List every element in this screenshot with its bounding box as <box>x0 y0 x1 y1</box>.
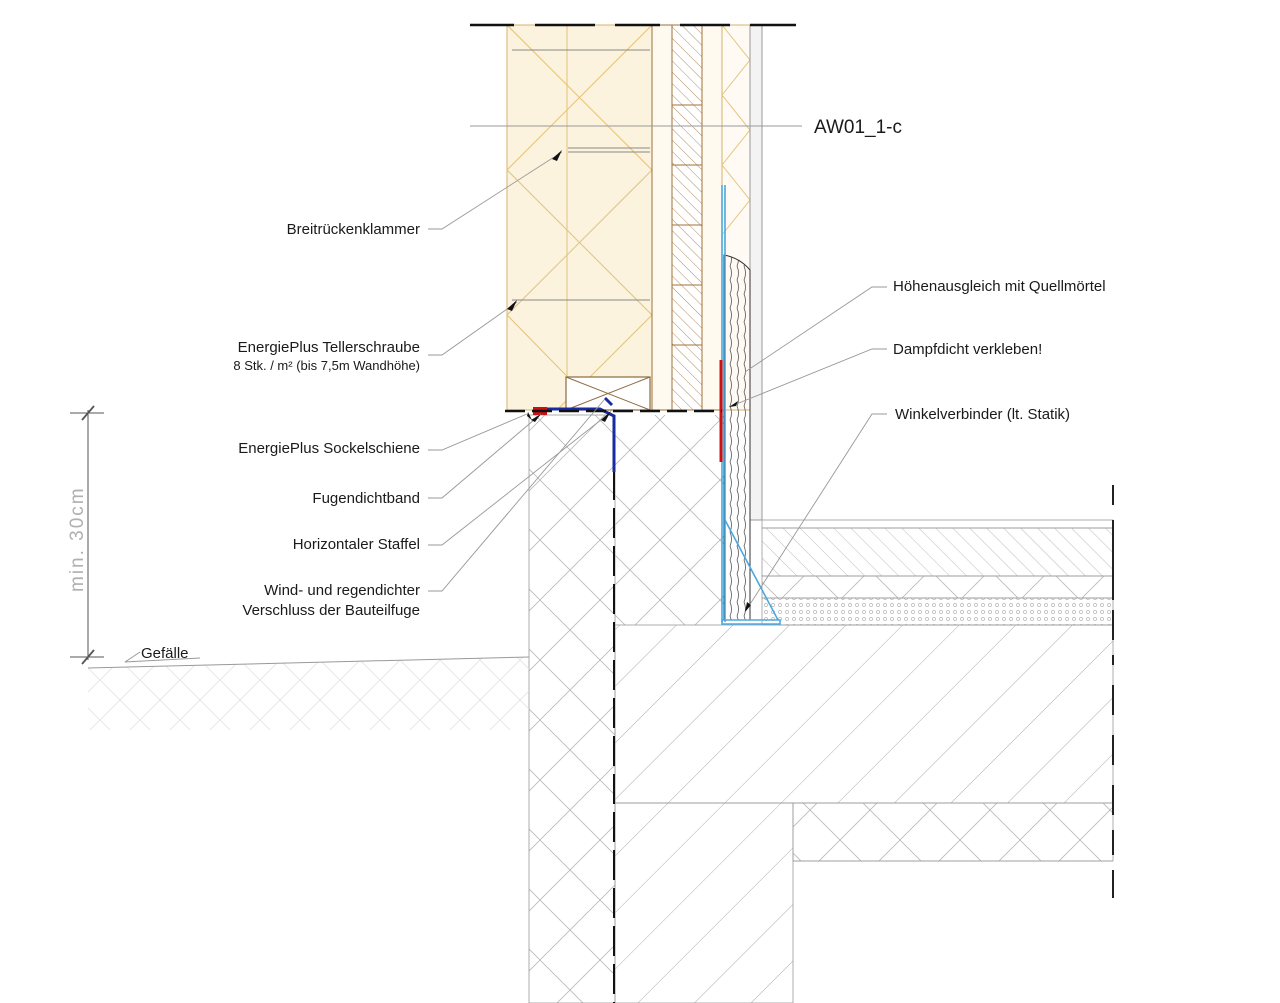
slope-label: Gefälle <box>141 645 189 662</box>
label-fugendichtband: Fugendichtband <box>312 490 420 507</box>
label-sockelschiene: EnergiePlus Sockelschiene <box>238 440 420 457</box>
foundation-concrete <box>528 414 1114 1003</box>
floor-buildup <box>761 519 1114 626</box>
label-staffel: Horizontaler Staffel <box>293 536 420 553</box>
membrane-blue <box>547 396 616 472</box>
leader-lines <box>428 151 887 613</box>
interior-plaster <box>749 24 763 521</box>
dimension-label: min. 30cm <box>67 486 88 592</box>
label-breitrueckenklammer: Breitrückenklammer <box>287 221 420 238</box>
label-hoehenausgleich: Höhenausgleich mit Quellmörtel <box>893 278 1106 295</box>
arrowheads <box>507 150 751 612</box>
section-label: AW01_1-c <box>814 117 902 138</box>
label-tellerschraube-note: 8 Stk. / m² (bis 7,5m Wandhöhe) <box>233 358 420 373</box>
label-verschluss-line2: Verschluss der Bauteilfuge <box>242 602 420 619</box>
label-winkelverbinder: Winkelverbinder (lt. Statik) <box>895 406 1070 423</box>
mortar-fill <box>723 254 751 621</box>
label-verschluss-line1: Wind- und regendichter <box>264 582 420 599</box>
dimension-min-30cm <box>70 405 104 665</box>
wall-insulation <box>506 24 653 411</box>
label-dampfdicht: Dampfdicht verkleben! <box>893 341 1042 358</box>
ground-soil <box>87 651 530 730</box>
label-tellerschraube: EnergiePlus Tellerschraube <box>238 339 420 356</box>
screws <box>512 49 650 301</box>
